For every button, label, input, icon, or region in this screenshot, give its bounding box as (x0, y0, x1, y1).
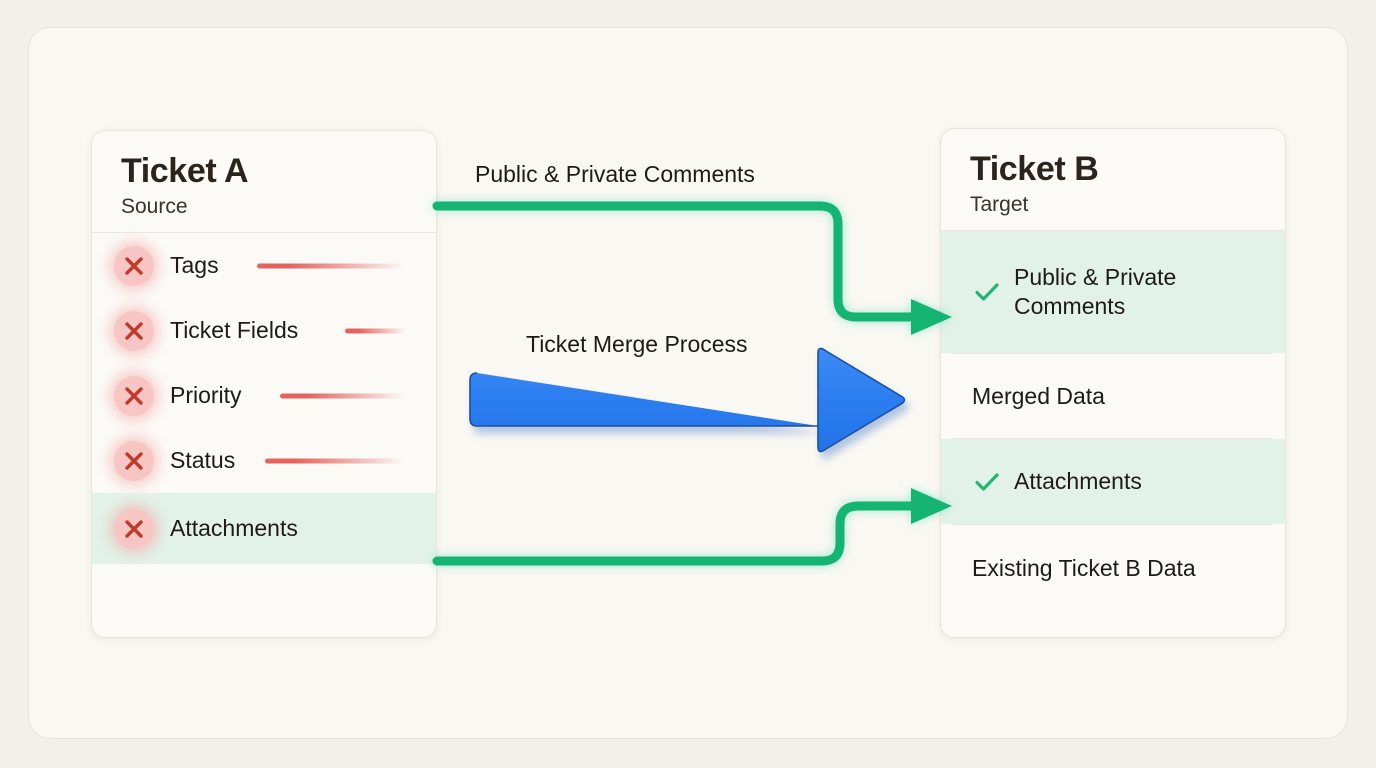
target-row-label: Existing Ticket B Data (972, 554, 1196, 581)
source-row-label: Ticket Fields (170, 317, 299, 344)
source-row-label: Attachments (170, 515, 298, 542)
label-public-private-comments: Public & Private Comments (475, 161, 755, 187)
source-row-ticket-fields[interactable]: Ticket Fields (92, 298, 436, 363)
target-row-attachments[interactable]: Attachments (941, 439, 1285, 525)
source-row-attachments[interactable]: Attachments (92, 493, 436, 565)
x-circle-icon (114, 375, 154, 416)
target-row-public-private-comments[interactable]: Public & Private Comments (941, 231, 1285, 354)
target-card-title: Ticket B (970, 150, 1099, 188)
x-circle-icon (114, 508, 154, 549)
source-row-label: Status (170, 447, 236, 474)
target-card-header: Ticket B Target (941, 129, 1285, 232)
source-row-list: Tags Ticket Fields Priority (92, 233, 436, 565)
target-row-merged-data[interactable]: Merged Data (941, 354, 1285, 438)
source-card-title: Ticket A (121, 152, 249, 190)
row-divider (953, 524, 1273, 526)
source-row-label: Priority (170, 382, 242, 409)
target-card: Ticket B Target Public & Private Comment… (940, 128, 1286, 638)
target-row-label: Public & Private Comments (1014, 264, 1177, 320)
source-card-header: Ticket A Source (92, 131, 436, 234)
check-icon (972, 277, 1006, 307)
source-row-tags[interactable]: Tags (92, 233, 436, 298)
label-ticket-merge-process: Ticket Merge Process (526, 331, 748, 357)
source-row-label: Tags (170, 252, 219, 279)
x-circle-icon (114, 440, 154, 481)
source-row-status[interactable]: Status (92, 428, 436, 493)
row-divider (953, 438, 1273, 440)
row-divider (953, 353, 1273, 355)
fade-line (257, 263, 405, 269)
fade-line (345, 328, 405, 334)
source-card-subtitle: Source (121, 195, 188, 219)
source-row-priority[interactable]: Priority (92, 363, 436, 428)
target-card-subtitle: Target (970, 193, 1029, 217)
target-row-label: Attachments (1014, 468, 1142, 495)
source-card: Ticket A Source Tags Ticket Fields (91, 130, 437, 638)
fade-line (280, 393, 405, 399)
fade-line (265, 458, 405, 464)
x-circle-icon (114, 245, 154, 286)
check-icon (972, 467, 1006, 497)
target-row-label: Merged Data (972, 382, 1105, 409)
target-row-existing-data[interactable]: Existing Ticket B Data (941, 525, 1285, 611)
target-row-list: Public & Private Comments Merged Data At… (941, 231, 1285, 611)
x-circle-icon (114, 310, 154, 351)
